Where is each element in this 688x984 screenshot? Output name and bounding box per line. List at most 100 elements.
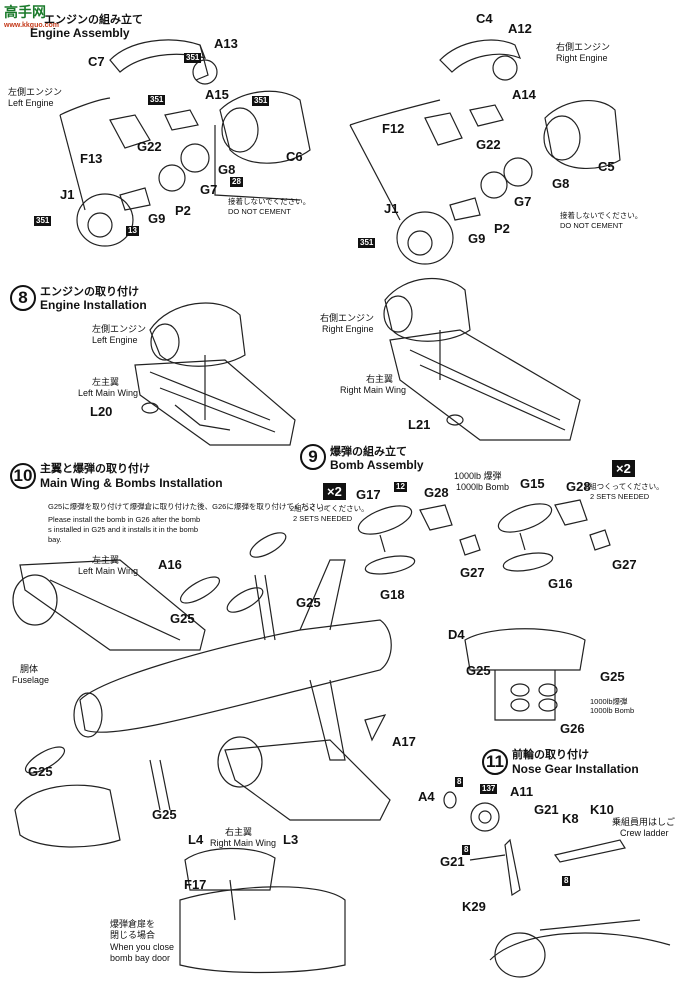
- left-wing-label-en: Left Main Wing: [78, 388, 139, 398]
- step8-title-jp: エンジンの取り付け: [40, 286, 139, 298]
- part-label: L20: [90, 404, 113, 419]
- part-number-badge: 12: [394, 482, 407, 493]
- part-label: J1: [60, 187, 75, 202]
- step10-title-jp: 主翼と爆弾の取り付け: [40, 463, 150, 475]
- part-label: K8: [562, 811, 579, 826]
- sets-needed-en: 2 SETS NEEDED: [293, 514, 353, 523]
- step7-title-jp: エンジンの組み立て: [44, 14, 143, 26]
- part-label: G17: [356, 487, 381, 502]
- ladder-label-en: Crew ladder: [620, 828, 669, 838]
- part-label: A11: [510, 784, 534, 799]
- part-label: G7: [514, 194, 532, 209]
- part-number-badge: 351: [34, 216, 52, 227]
- step9-title-en: Bomb Assembly: [330, 458, 424, 472]
- part-label: L4: [188, 832, 204, 847]
- site-logo: 高手网 www.kkguo.com: [4, 2, 59, 29]
- step10-title-en: Main Wing & Bombs Installation: [40, 476, 223, 490]
- part-number-badge: 351: [252, 96, 270, 107]
- part-label: G27: [460, 565, 485, 580]
- step-number: 8: [10, 285, 36, 311]
- part-label: G21: [440, 854, 465, 869]
- bomb-label-en: 1000lb Bomb: [456, 482, 510, 492]
- part-label: G16: [548, 576, 573, 591]
- left-engine-label-en: Left Engine: [92, 335, 138, 345]
- right-engine-label-en: Right Engine: [556, 53, 608, 63]
- part-number-badge: 13: [126, 226, 139, 237]
- part-label: G26: [560, 721, 585, 736]
- part-number-badge: 351: [148, 95, 166, 106]
- part-label: F17: [184, 877, 207, 892]
- part-label: G22: [476, 137, 501, 152]
- part-label: K29: [462, 899, 486, 914]
- left-wing-label-jp: 左主翼: [92, 377, 120, 387]
- bay-door-label-en2: bomb bay door: [110, 953, 171, 963]
- part-label: G15: [520, 476, 545, 491]
- part-number-badge: 137: [480, 784, 498, 795]
- bomb-label-jp: 1000lb爆弾: [590, 697, 628, 706]
- ladder-label-jp: 乗組員用はしご: [612, 817, 676, 827]
- part-label: D4: [448, 627, 465, 642]
- part-label: G25: [28, 764, 53, 779]
- part-label: A16: [158, 557, 182, 572]
- bay-door-label-en1: When you close: [110, 942, 175, 952]
- right-engine-label-jp: 右側エンジン: [556, 42, 611, 52]
- fuselage-label-en: Fuselage: [12, 675, 50, 685]
- site-logo-url: www.kkguo.com: [4, 22, 59, 29]
- part-number-badge: 351: [184, 53, 202, 64]
- part-number-badge: 351: [358, 238, 376, 249]
- part-label: G28: [566, 479, 591, 494]
- step11-title-en: Nose Gear Installation: [512, 762, 639, 776]
- step7-title-en: Engine Assembly: [30, 26, 130, 40]
- do-not-cement-en: DO NOT CEMENT: [560, 221, 623, 230]
- part-label: G28: [424, 485, 449, 500]
- part-label: P2: [494, 221, 510, 236]
- left-engine-label-jp: 左側エンジン: [8, 87, 63, 97]
- part-label: G22: [137, 139, 162, 154]
- step-number: 9: [300, 444, 326, 470]
- note-en-line3: bay.: [48, 535, 62, 544]
- part-label: C7: [88, 54, 105, 69]
- part-number-badge: 28: [230, 177, 243, 188]
- part-label: G25: [600, 669, 625, 684]
- part-label: G25: [152, 807, 177, 822]
- part-number-badge: 8: [462, 845, 471, 856]
- right-wing-label-en: Right Main Wing: [340, 385, 407, 395]
- part-label: C5: [598, 159, 615, 174]
- step-number: 11: [482, 749, 508, 775]
- part-label: A15: [205, 87, 229, 102]
- part-label: C4: [476, 11, 493, 26]
- part-label: A13: [214, 36, 238, 51]
- step-number: 10: [10, 463, 36, 489]
- step9-title-jp: 爆弾の組み立て: [330, 446, 407, 458]
- do-not-cement-jp: 接着しないでください。: [228, 197, 311, 206]
- part-label: G8: [218, 162, 236, 177]
- part-label: G9: [468, 231, 486, 246]
- step11-title-jp: 前輪の取り付け: [512, 749, 589, 761]
- bomb-label-jp: 1000lb 爆弾: [454, 471, 502, 481]
- part-label: J1: [384, 201, 399, 216]
- left-engine-label-en: Left Engine: [8, 98, 54, 108]
- part-label: F13: [80, 151, 103, 166]
- part-label: G8: [552, 176, 570, 191]
- right-wing-label-jp: 右主翼: [366, 374, 394, 384]
- part-label: P2: [175, 203, 191, 218]
- note-en-line2: s installed in G25 and it installs it in…: [48, 525, 199, 534]
- part-label: G25: [296, 595, 321, 610]
- part-label: G27: [612, 557, 637, 572]
- left-wing-label-jp: 左主翼: [92, 555, 120, 565]
- part-label: G25: [170, 611, 195, 626]
- bay-door-label-jp2: 閉じる場合: [110, 930, 156, 940]
- bay-door-label-jp1: 爆弾倉扉を: [110, 919, 156, 929]
- part-label: K10: [590, 802, 614, 817]
- part-label: F12: [382, 121, 405, 136]
- part-label: A12: [508, 21, 532, 36]
- part-number-badge: 8: [562, 876, 571, 887]
- part-label: G7: [200, 182, 218, 197]
- left-wing-label-en: Left Main Wing: [78, 566, 139, 576]
- site-logo-text: 高手网: [4, 4, 46, 20]
- step8-title-en: Engine Installation: [40, 298, 147, 312]
- part-label: G25: [466, 663, 491, 678]
- part-label: A17: [392, 734, 416, 749]
